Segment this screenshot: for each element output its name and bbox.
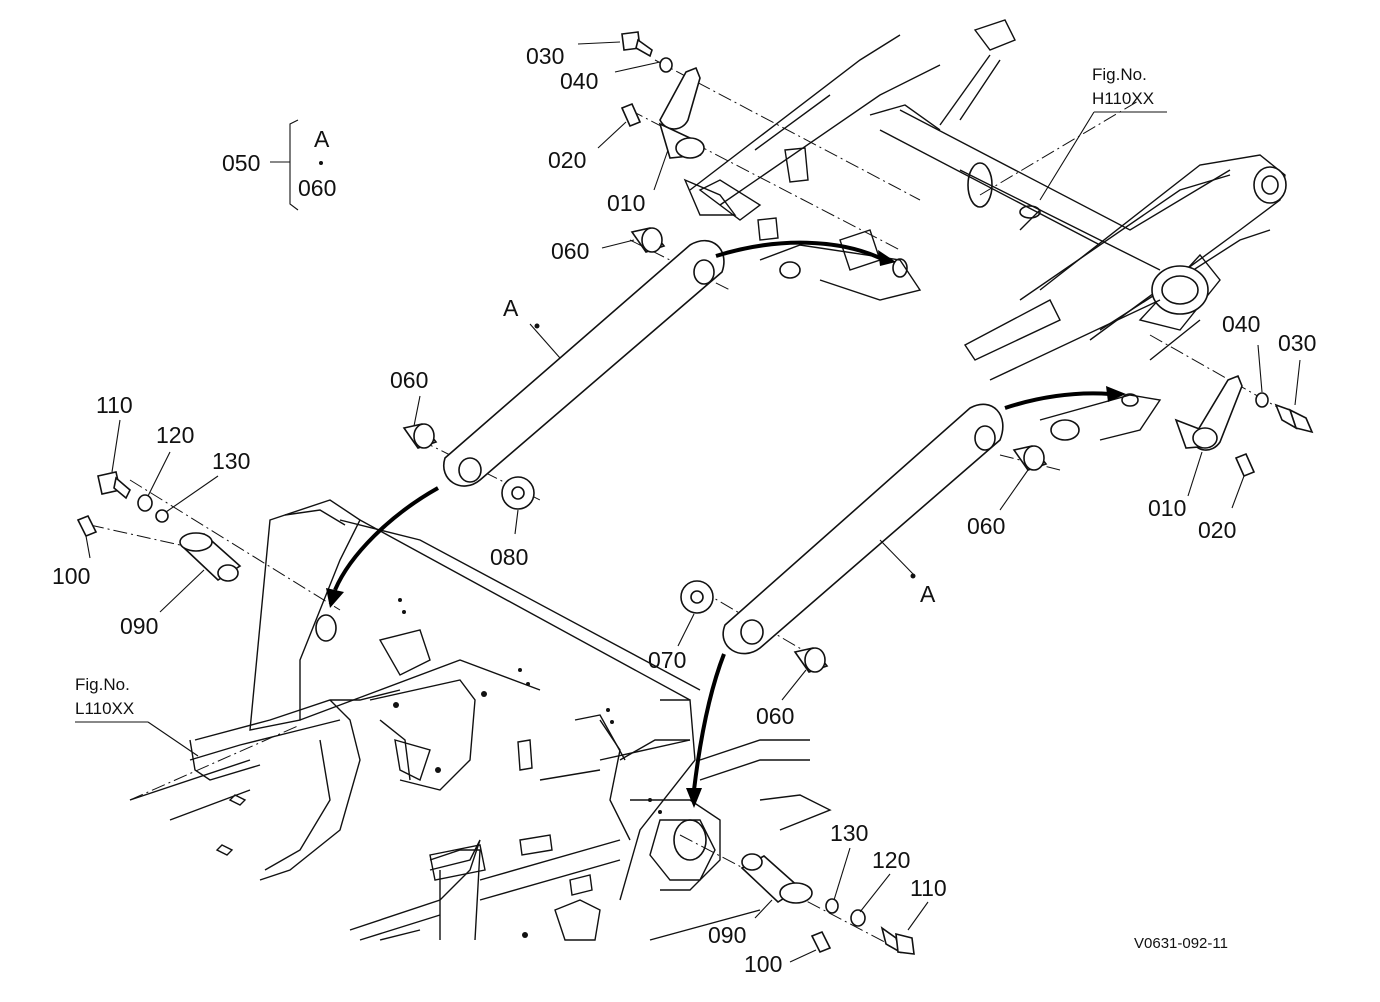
callout-030-top: 030 — [526, 43, 564, 69]
callout-090-bottom: 090 — [708, 922, 746, 948]
callout-060-lower: 060 — [756, 703, 794, 729]
boom-arm-background — [683, 19, 1287, 441]
drawing-code: V0631-092-11 — [1134, 935, 1228, 952]
washer-080 — [501, 476, 535, 510]
centerlines — [89, 59, 1301, 951]
pin-090-left — [179, 532, 242, 582]
grease-fitting-020-right — [1234, 452, 1256, 478]
fig-ref-left-code: L110XX — [75, 699, 134, 718]
callout-050-legend: 050 — [222, 150, 260, 176]
callout-120-left: 120 — [156, 422, 194, 448]
pivot-pin-010-top — [658, 66, 705, 159]
figure-references: Fig.No. H110XX Fig.No. L110XX — [75, 65, 1154, 718]
bushing-060-left — [402, 423, 438, 449]
link-A-lower-dot — [910, 573, 916, 579]
lift-link-upper — [442, 239, 725, 487]
callout-060-top: 060 — [551, 238, 589, 264]
callout-060-right: 060 — [967, 513, 1005, 539]
callout-060-legend: 060 — [298, 175, 336, 201]
callout-040-right: 040 — [1222, 311, 1260, 337]
callout-090-left: 090 — [120, 613, 158, 639]
callout-labels: 030 040 020 010 060 050 A 060 A 060 080 … — [52, 43, 1316, 977]
callout-040-top: 040 — [560, 68, 598, 94]
fig-ref-left-label: Fig.No. — [75, 675, 130, 694]
callout-030-right: 030 — [1278, 330, 1316, 356]
nut-130-left — [155, 509, 169, 523]
grease-fitting-100-bottom — [810, 930, 832, 954]
legend-dot — [319, 161, 323, 165]
washer-040-top — [659, 57, 673, 73]
frame-background — [129, 499, 832, 941]
callout-080: 080 — [490, 544, 528, 570]
link-A-upper-dot — [534, 323, 540, 329]
callout-130-bottom: 130 — [830, 820, 868, 846]
lift-link-lower — [722, 403, 1004, 655]
bushing-060-right — [1012, 445, 1048, 471]
bolt-110-left — [97, 471, 131, 500]
pin-090-bottom — [740, 853, 813, 904]
bolt-030-right — [1274, 403, 1314, 434]
callout-A-legend: A — [314, 126, 330, 152]
callout-010-top: 010 — [607, 190, 645, 216]
callout-110-left: 110 — [96, 392, 133, 418]
washer-120-left — [137, 494, 153, 512]
assembly-arrows — [326, 240, 1126, 808]
bushing-060-lower — [793, 647, 829, 673]
nut-130-bottom — [825, 898, 839, 914]
callout-060-left: 060 — [390, 367, 428, 393]
pivot-pin-010-right — [1174, 374, 1243, 451]
washer-070 — [680, 580, 714, 614]
callout-070: 070 — [648, 647, 686, 673]
callout-130-left: 130 — [212, 448, 250, 474]
callout-A-lower-link: A — [920, 581, 936, 607]
fig-ref-right-code: H110XX — [1092, 89, 1154, 108]
leader-lines — [75, 41, 1301, 963]
callout-020-right: 020 — [1198, 517, 1236, 543]
callout-020-top: 020 — [548, 147, 586, 173]
fig-ref-right-label: Fig.No. — [1092, 65, 1147, 84]
callout-010-right: 010 — [1148, 495, 1186, 521]
washer-040-right — [1255, 392, 1269, 408]
bolt-110-bottom — [880, 926, 915, 955]
bolt-030-top — [621, 31, 653, 58]
callout-A-upper-link: A — [503, 295, 519, 321]
callout-100-bottom: 100 — [744, 951, 782, 977]
callout-120-bottom: 120 — [872, 847, 910, 873]
grease-fitting-020-top — [620, 102, 642, 128]
callout-110-bottom: 110 — [910, 875, 947, 901]
washer-120-bottom — [850, 909, 866, 927]
callout-100-left: 100 — [52, 563, 90, 589]
grease-fitting-100-left — [76, 514, 98, 538]
bushing-060-top — [630, 227, 666, 253]
